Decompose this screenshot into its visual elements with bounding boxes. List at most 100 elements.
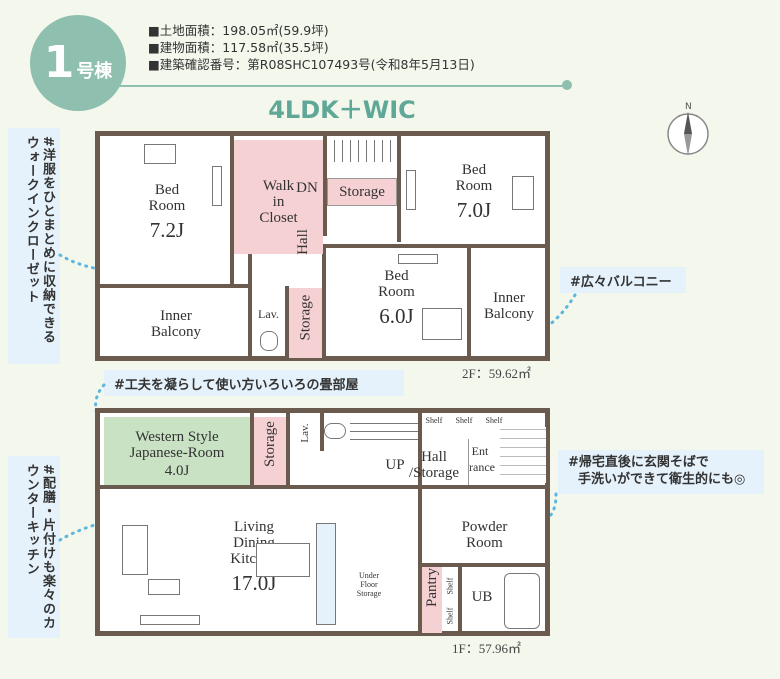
wic-label3: Closet	[259, 210, 298, 226]
floor-area-2f: 2F：59.62㎡	[462, 366, 531, 381]
underfloor-label3: Storage	[356, 589, 382, 598]
layout-title: 4LDK＋WIC	[268, 96, 416, 124]
bed-room-3-size: 6.0J	[379, 304, 414, 328]
building-number: 1	[43, 37, 75, 88]
note-wic: #洋服をひとまとめに収納できるウォークインクローゼット	[8, 128, 60, 364]
wic-label1: Walk	[262, 178, 295, 194]
bed-room-1-label: Bed	[154, 182, 180, 198]
hall-storage: Hall /Storage	[396, 449, 472, 481]
inner-balcony-left: Inner Balcony	[104, 288, 248, 358]
tv-icon-3	[398, 254, 438, 264]
bed-room-3-label2: Room	[378, 284, 415, 300]
wic-label2: in	[272, 194, 285, 210]
bed-room-3-label: Bed	[384, 268, 409, 284]
storage-top: Storage	[327, 178, 397, 206]
note-entrance: #帰宅直後に玄関そばで 手洗いができて衛生的にも◎	[558, 450, 764, 494]
lavatory-2f: Lav.	[252, 288, 285, 358]
unit-bath-label: UB	[471, 589, 493, 605]
tv-icon	[212, 166, 222, 206]
bed-room-2-size: 7.0J	[456, 198, 492, 222]
bed-icon-2	[512, 176, 534, 210]
tv-board-icon	[140, 615, 200, 625]
inner-balcony-right-label2: Balcony	[484, 306, 534, 322]
toilet-icon	[260, 331, 278, 351]
compass-north-label: N	[685, 102, 692, 112]
lavatory-1f: Lav.	[290, 417, 320, 451]
land-area: ■土地面積：198.05㎡(59.9坪)	[148, 23, 329, 38]
floor-area-1f: 1F：57.96㎡	[452, 641, 521, 656]
building-area: ■建物面積：117.58㎡(35.5坪)	[148, 40, 329, 55]
toilet-icon-1f	[324, 423, 346, 439]
ldk-label1: Living	[234, 519, 274, 535]
unit-bath: UB	[462, 567, 502, 633]
bed-icon-3	[422, 308, 462, 340]
underfloor-storage: Under Floor Storage	[354, 571, 384, 598]
living-dining-kitchen: Living Dining Kitchen 17.0J	[104, 489, 404, 633]
shelf-label-4: Shelf	[445, 577, 455, 595]
lavatory-2f-label: Lav.	[258, 307, 279, 321]
table-icon	[148, 579, 180, 595]
property-info: ■土地面積：198.05㎡(59.9坪) ■建物面積：117.58㎡(35.5坪…	[148, 22, 475, 73]
note-counter: #配膳・片付けも楽々のカウンターキッチン	[8, 456, 60, 638]
inner-balcony-left-label1: Inner	[160, 308, 192, 324]
storage-mid: Storage	[289, 288, 322, 358]
hall-storage-label1: Hall	[421, 449, 447, 465]
kitchen-counter	[316, 523, 336, 625]
compass-icon: N	[667, 102, 709, 156]
bed-icon	[144, 144, 176, 164]
building-unit: 号棟	[76, 61, 113, 82]
storage-top-label: Storage	[339, 184, 385, 200]
powder-room-label1: Powder	[461, 519, 508, 535]
bathtub-icon	[504, 573, 540, 629]
inner-balcony-right-label1: Inner	[493, 290, 525, 306]
shelf-label-5: Shelf	[445, 607, 455, 625]
entrance-label1: Ent	[471, 444, 489, 458]
bed-room-3: Bed Room 6.0J	[326, 248, 467, 358]
entrance: Ent rance	[468, 439, 495, 485]
bed-room-2: Bed Room 7.0J	[401, 140, 547, 244]
staircase-2f	[327, 140, 397, 162]
storage-1f: Storage	[254, 417, 286, 485]
powder-room: Powder Room	[422, 489, 547, 563]
permit-number: ■建築確認番号：第R08SHC107493号(令和8年5月13日)	[148, 57, 475, 72]
building-badge: 1 号棟	[30, 15, 126, 111]
shelf-label-1: Shelf	[425, 416, 443, 425]
sofa-icon	[122, 525, 148, 575]
bed-room-2-label2: Room	[455, 178, 493, 194]
ldk-label2: Dining	[233, 535, 275, 551]
floor-plan-2f: Bed Room 7.2J Walk in Closet DN Hall Sto…	[95, 131, 550, 361]
hall-storage-label2: /Storage	[409, 465, 459, 481]
dining-table-icon	[256, 543, 310, 577]
shelf-label-2: Shelf	[455, 416, 473, 425]
entrance-tile	[500, 427, 546, 483]
hall-label-2f: Hall	[295, 229, 311, 255]
underfloor-label1: Under	[359, 571, 379, 580]
note-balcony: #広々バルコニー	[560, 267, 686, 293]
header-divider	[96, 85, 566, 87]
stairs-up-label: UP	[385, 457, 405, 473]
floor-plan-1f: Western Style Japanese-Room 4.0J Storage…	[95, 408, 550, 636]
note-entrance-line1: #帰宅直後に玄関そばで	[568, 455, 709, 470]
ldk-label3: Kitchen	[230, 551, 278, 567]
inner-balcony-left-label2: Balcony	[151, 324, 201, 340]
bed-room-1-label2: Room	[148, 198, 186, 214]
note-entrance-line2: 手洗いができて衛生的にも◎	[578, 472, 746, 487]
western-room-size: 4.0J	[164, 463, 190, 479]
underfloor-label2: Floor	[360, 580, 378, 589]
western-room-label1: Western Style	[135, 429, 219, 445]
staircase-1f	[350, 417, 418, 447]
header-divider-dot	[562, 80, 572, 90]
bed-room-1-size: 7.2J	[149, 218, 185, 242]
walk-in-closet: Walk in Closet	[234, 140, 323, 254]
western-room-label2: Japanese-Room	[129, 445, 225, 461]
storage-1f-label: Storage	[262, 421, 278, 467]
inner-balcony-right: Inner Balcony	[471, 248, 547, 358]
bed-room-2-label: Bed	[461, 162, 487, 178]
entrance-label2: rance	[469, 460, 495, 474]
storage-mid-label: Storage	[297, 294, 314, 341]
bed-room-1: Bed Room 7.2J	[104, 140, 230, 284]
note-tatami: #工夫を凝らして使い方いろいろの畳部屋	[104, 370, 404, 396]
stairs-down-label: DN	[296, 180, 318, 196]
pantry-label: Pantry	[424, 567, 440, 607]
western-japanese-room: Western Style Japanese-Room 4.0J	[104, 417, 250, 485]
